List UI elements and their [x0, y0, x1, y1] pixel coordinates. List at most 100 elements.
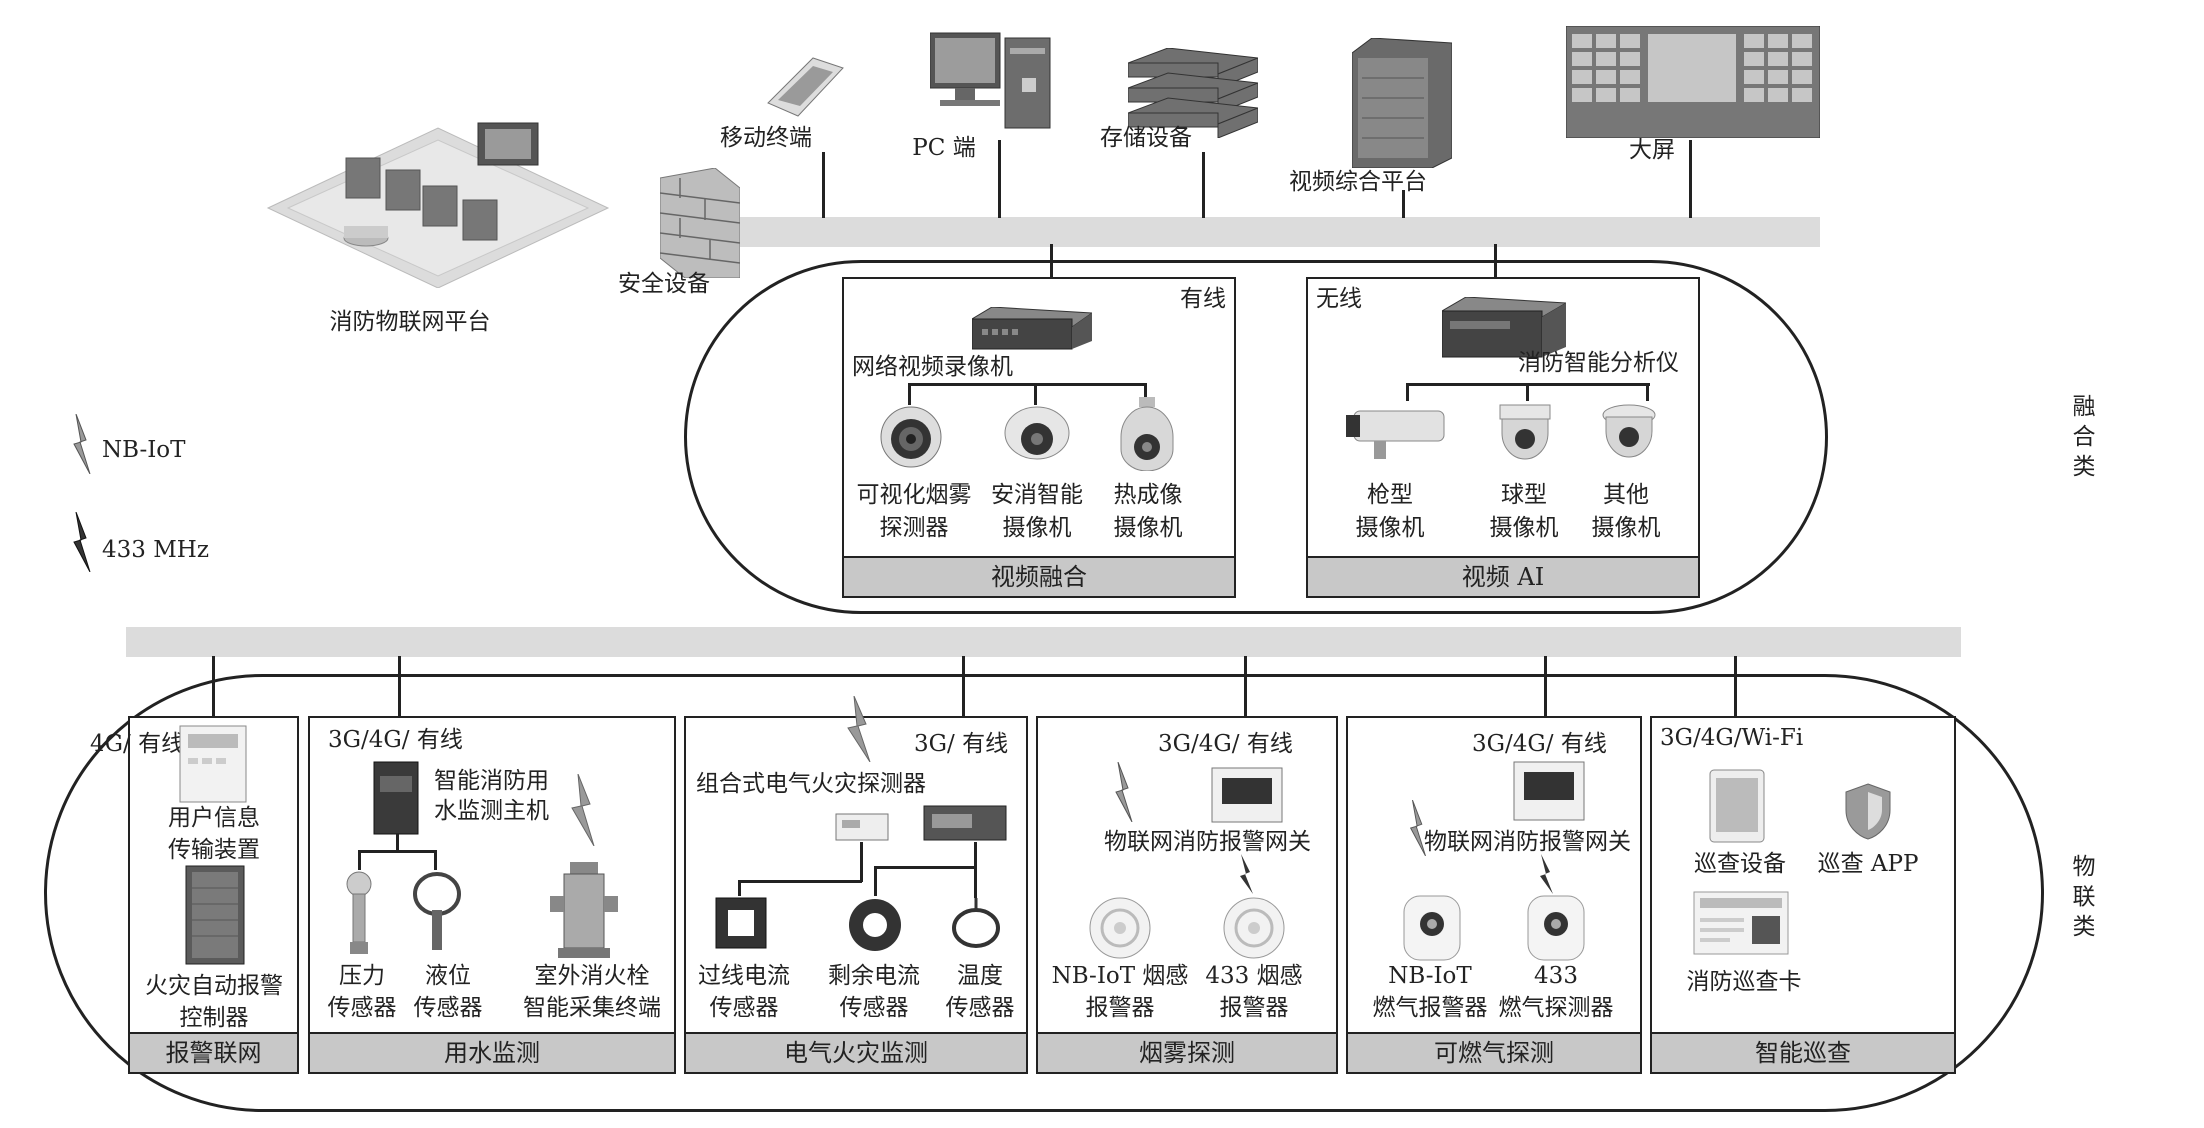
iot-platform-label: 消防物联网平台	[329, 309, 491, 335]
water-host-label: 智能消防用水监测主机	[434, 768, 549, 824]
smart-camera-icon	[1004, 406, 1070, 460]
gas-detection-footer: 可燃气探测	[1348, 1032, 1640, 1072]
firewall-icon	[660, 168, 740, 278]
nbiot-legend-label: NB-IoT	[102, 437, 186, 463]
electric-fire-footer: 电气火灾监测	[686, 1032, 1026, 1072]
wired-device-2-label: 安消智能摄像机	[991, 482, 1083, 541]
smoke-net-tag: 3G/4G/ 有线	[1158, 731, 1293, 757]
fusion-capsule	[684, 260, 1828, 614]
combo-detector-icon	[835, 813, 889, 841]
water-bus-link	[398, 656, 401, 762]
line-current-sensor-label: 过线电流传感器	[698, 963, 790, 1021]
water-wireless-icon	[571, 774, 595, 846]
gas-gateway-icon	[1513, 761, 1585, 821]
top-network-bus	[730, 217, 1820, 247]
bullet-camera-icon	[1346, 410, 1445, 459]
alarm-bus-link	[212, 656, 215, 722]
big-screen-link-line	[1689, 140, 1692, 218]
gas-gateway-label: 物联网消防报警网关	[1424, 829, 1631, 855]
wireless-device-3-label: 其他摄像机	[1591, 482, 1661, 541]
nvr-label: 网络视频录像机	[852, 354, 1013, 380]
wireless-branch-c	[1646, 383, 1649, 401]
smoke-detection-footer: 烟雾探测	[1038, 1032, 1336, 1072]
electric-branch-a	[738, 880, 741, 896]
electric-net-tag: 3G/ 有线	[914, 731, 1009, 757]
electric-branch-b	[874, 866, 877, 896]
mobile-terminal-label: 移动终端	[720, 125, 812, 151]
wireless-device-2-label: 球型摄像机	[1489, 482, 1559, 541]
electric-branch-line-1	[738, 880, 862, 883]
nvr-icon	[972, 307, 1092, 350]
big-screen-label: 大屏	[1629, 137, 1675, 163]
iot-category-label: 物联类	[2072, 854, 2096, 940]
patrol-card-icon	[1693, 891, 1789, 955]
nbiot-smoke-alarm-icon	[1089, 897, 1151, 959]
gas-433-signal-icon	[1540, 854, 1553, 894]
gas-nbiot-signal-icon	[1409, 800, 1426, 856]
alarm-network-footer: 报警联网	[130, 1032, 297, 1072]
level-sensor-icon	[413, 872, 461, 950]
water-branch-b	[358, 850, 361, 870]
patrol-bus-link	[1734, 656, 1737, 770]
hydrant-terminal-icon	[550, 862, 618, 958]
alarm-device2-label: 火灾自动报警控制器	[145, 973, 283, 1031]
smart-patrol-footer: 智能巡查	[1652, 1032, 1954, 1072]
smoke-gateway-label: 物联网消防报警网关	[1104, 829, 1311, 855]
video-platform-label: 视频综合平台	[1289, 169, 1427, 195]
fusion-category-label: 融合类	[2072, 394, 2096, 480]
alarm-device1-label: 用户信息传输装置	[168, 805, 260, 863]
patrol-device-icon	[1709, 769, 1765, 843]
wireless-tag: 无线	[1316, 286, 1362, 312]
storage-device-label: 存储设备	[1100, 125, 1192, 151]
patrol-net-tag: 3G/4G/Wi-Fi	[1660, 725, 1804, 751]
video-fusion-footer: 视频融合	[844, 556, 1234, 596]
mhz433-signal-icon	[73, 512, 91, 572]
wired-device-1-label: 可视化烟雾探测器	[856, 482, 972, 541]
wireless-branch-a	[1406, 383, 1409, 401]
smoke-433-alarm-icon	[1223, 897, 1285, 959]
mhz433-legend-label: 433 MHz	[102, 537, 209, 563]
pressure-sensor-label: 压力传感器	[327, 963, 397, 1021]
wired-branch-a	[908, 383, 911, 405]
wired-branch-c	[1144, 383, 1147, 405]
video-platform-link-line	[1402, 190, 1405, 218]
residual-current-sensor-label: 剩余电流传感器	[828, 963, 920, 1021]
smoke-433-alarm-label: 433 烟感报警器	[1205, 963, 1303, 1021]
shield-app-icon	[1845, 783, 1891, 840]
gas-net-tag: 3G/4G/ 有线	[1472, 731, 1607, 757]
storage-link-line	[1202, 152, 1205, 218]
analyzer-icon	[1442, 297, 1566, 358]
middle-network-bus	[126, 627, 1961, 657]
iot-platform-icon	[266, 122, 610, 288]
video-ai-footer: 视频 AI	[1308, 556, 1698, 596]
electric-branch-line-2	[874, 866, 976, 869]
alarm-net-tag: 4G/ 有线	[90, 731, 185, 757]
temperature-sensor-label: 温度传感器	[945, 963, 1015, 1021]
video-ai-panel: 无线 消防智能分析仪 枪型摄像机 球型摄像机 其他摄像机	[1306, 277, 1700, 598]
smoke-nbiot-signal-icon	[1115, 762, 1133, 822]
water-branch-a	[396, 834, 399, 852]
water-net-tag: 3G/4G/ 有线	[328, 727, 463, 753]
storage-device-icon	[1128, 48, 1258, 138]
video-fusion-panel: 有线 网络视频录像机 可视化烟雾探测器 安消智能摄像机 热成像摄像机 视频融合	[842, 277, 1236, 598]
big-screen-icon	[1566, 26, 1820, 138]
electric-main-unit-icon	[923, 805, 1007, 841]
pc-label: PC 端	[912, 135, 976, 161]
smoke-detection-panel: 3G/4G/ 有线 物联网消防报警网关 NB-IoT 烟感报警器 433 烟感报…	[1036, 716, 1338, 1074]
wireless-device-1-label: 枪型摄像机	[1355, 482, 1425, 541]
water-monitoring-footer: 用水监测	[310, 1032, 674, 1072]
water-monitor-host-icon	[373, 761, 419, 835]
analyzer-bus-link	[1494, 244, 1497, 300]
dome-camera-icon	[1499, 404, 1551, 460]
electric-wireless-icon	[847, 696, 871, 762]
smart-patrol-panel: 3G/4G/Wi-Fi 巡查设备 巡查 APP 消防巡查卡 智能巡查	[1650, 716, 1956, 1074]
hydrant-terminal-label: 室外消火栓智能采集终端	[523, 963, 661, 1021]
alarm-network-panel: 4G/ 有线 用户信息传输装置 火灾自动报警控制器 报警联网	[90, 716, 299, 1074]
fire-alarm-controller-icon	[185, 865, 245, 965]
other-camera-icon	[1602, 404, 1656, 458]
pressure-sensor-icon	[346, 871, 372, 954]
visual-smoke-detector-icon	[880, 406, 942, 468]
